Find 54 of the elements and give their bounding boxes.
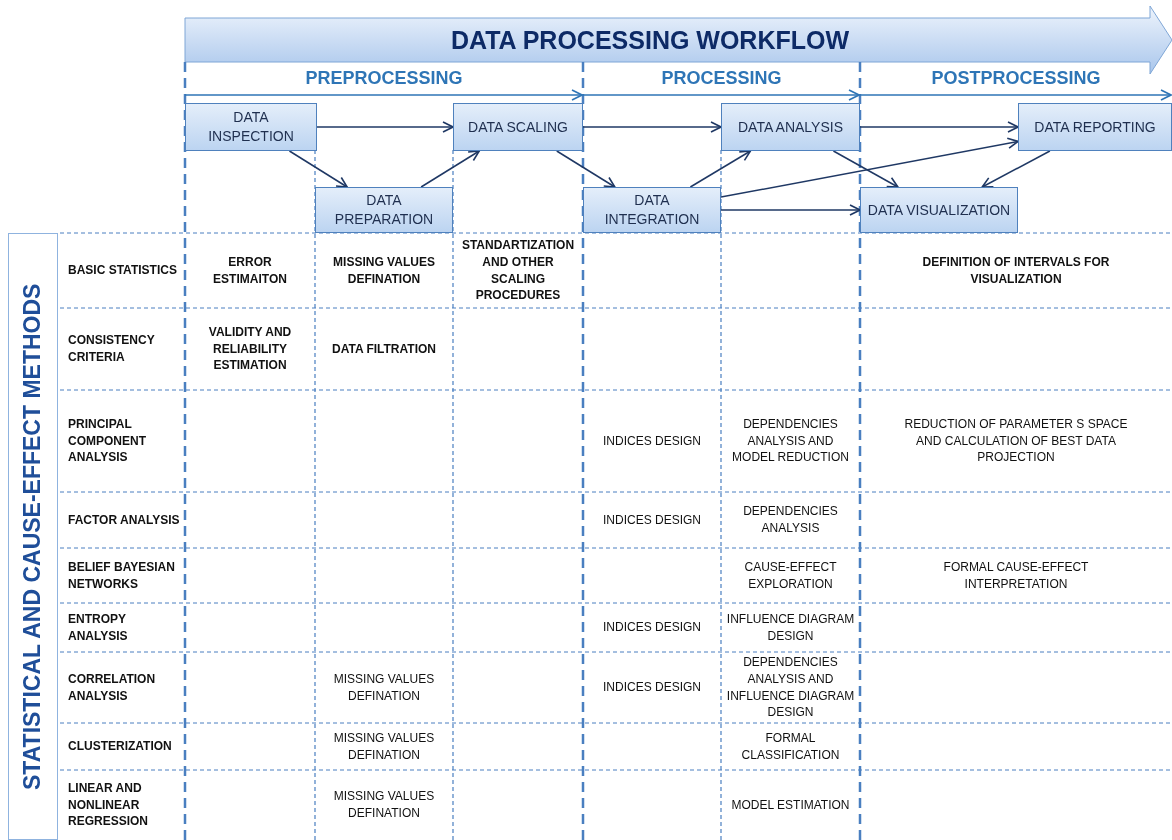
method-note: INDICES DESIGN: [603, 679, 701, 696]
arrow: [316, 121, 454, 133]
process-box: DATA VISUALIZATION: [860, 187, 1018, 233]
method-note: VALIDITY AND RELIABILITY ESTIMATION: [207, 323, 293, 375]
process-box: DATA INSPECTION: [185, 103, 317, 151]
process-box: DATA PREPARATION: [315, 187, 453, 233]
phase-label: PREPROCESSING: [304, 67, 464, 90]
method-name: ENTROPY ANALYSIS: [68, 610, 129, 645]
method-note: DATA FILTRATION: [332, 340, 436, 358]
method-note: DEPENDENCIES ANALYSIS AND MODEL REDUCTION: [731, 415, 850, 467]
method-name: FACTOR ANALYSIS: [68, 511, 180, 529]
method-name: CORRELATION ANALYSIS: [68, 670, 157, 705]
method-note: STANDARTIZATION AND OTHER SCALING PROCEDURES: [460, 236, 576, 305]
diagram-title: DATA PROCESSING WORKFLOW: [449, 25, 851, 56]
method-note: INDICES DESIGN: [603, 619, 701, 636]
arrow: [720, 137, 1019, 198]
arrow: [859, 121, 1019, 133]
arrow: [832, 150, 899, 188]
phase-label: PROCESSING: [660, 67, 783, 90]
method-name: LINEAR AND NONLINEAR REGRESSION: [68, 779, 149, 831]
method-note: CAUSE-EFFECT EXPLORATION: [743, 558, 838, 593]
method-note: MISSING VALUES DEFINATION: [332, 729, 436, 764]
process-box: DATA INTEGRATION: [583, 187, 721, 233]
method-note: INDICES DESIGN: [603, 432, 701, 450]
method-note: FORMAL CAUSE-EFFECT INTERPRETATION: [942, 558, 1090, 593]
method-note: ERROR ESTIMAITON: [212, 253, 288, 288]
arrow: [720, 204, 861, 216]
method-note: REDUCTION OF PARAMETER S SPACE AND CALCULATION OF BEST DATA PROJECTION: [903, 415, 1129, 467]
method-name: PRINCIPAL COMPONENT ANALYSIS: [68, 415, 147, 467]
method-note: MODEL ESTIMATION: [731, 796, 850, 814]
method-name: BASIC STATISTICS: [68, 262, 177, 279]
category-band: STATISTICAL AND CAUSE-EFFECT METHODS: [8, 233, 58, 840]
process-box: DATA ANALYSIS: [721, 103, 860, 151]
method-name: CONSISTENCY CRITERIA: [68, 332, 156, 366]
arrow: [582, 121, 722, 133]
arrow: [556, 150, 616, 188]
method-note: MISSING VALUES DEFINATION: [332, 788, 436, 822]
method-note: INDICES DESIGN: [603, 511, 701, 529]
arrow: [420, 150, 481, 188]
process-box: DATA SCALING: [453, 103, 583, 151]
method-note: INFLUENCE DIAGRAM DESIGN: [726, 610, 855, 645]
method-note: MISSING VALUES DEFINATION: [332, 670, 436, 705]
method-note: FORMAL CLASSIFICATION: [740, 729, 841, 764]
method-name: BELIEF BAYESIAN NETWORKS: [68, 558, 176, 593]
arrow: [981, 150, 1051, 188]
phase-label: POSTPROCESSING: [930, 67, 1102, 90]
method-note: DEPENDENCIES ANALYSIS: [742, 503, 839, 537]
arrow: [689, 150, 752, 188]
arrow: [288, 150, 348, 188]
method-note: MISSING VALUES DEFINATION: [332, 253, 436, 288]
process-box: DATA REPORTING: [1018, 103, 1172, 151]
method-name: CLUSTERIZATION: [68, 738, 172, 755]
method-note: DEPENDENCIES ANALYSIS AND INFLUENCE DIAGRAM DESIGN: [726, 653, 855, 722]
method-note: DEFINITION OF INTERVALS FOR VISUALIZATION: [921, 253, 1111, 288]
